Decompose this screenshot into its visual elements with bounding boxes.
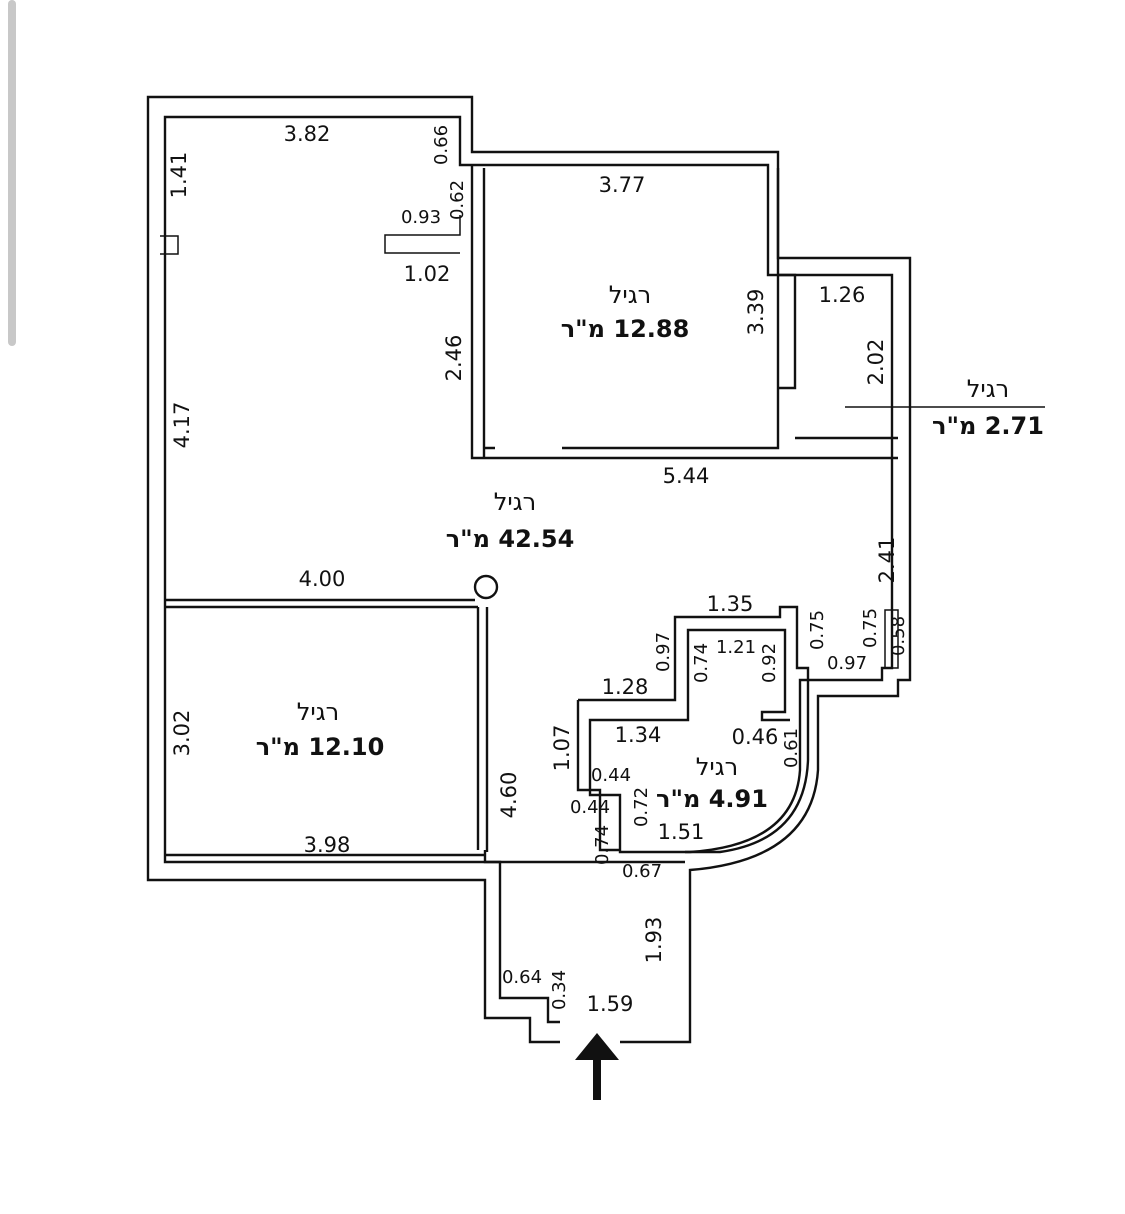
room-type: רגיל: [696, 753, 738, 781]
dimension-label: 2.46: [442, 335, 466, 382]
dimension-label: 1.41: [167, 152, 191, 199]
dimension-label: 0.61: [781, 728, 802, 768]
wall-nib: [160, 215, 461, 255]
outer-wall: [146, 95, 912, 1044]
dimension-label: 0.72: [631, 787, 652, 827]
dimension-label: 3.77: [599, 173, 646, 197]
dimension-label: 0.74: [691, 643, 712, 683]
room-area: 12.88 מ"ר: [561, 315, 690, 343]
inner-wall: [163, 115, 894, 1024]
scrollbar[interactable]: [8, 0, 16, 346]
dimension-label: 1.51: [658, 820, 705, 844]
room-type: רגיל: [494, 488, 536, 516]
room-type: רגיל: [297, 698, 339, 726]
dimension-label: 1.02: [404, 262, 451, 286]
dimension-label: 0.34: [549, 970, 570, 1010]
room-type: רגיל: [967, 375, 1009, 403]
dimension-label: 1.34: [615, 723, 662, 747]
dimension-label: 3.98: [304, 833, 351, 857]
dimension-label: 0.75: [860, 608, 881, 648]
dimension-label: 0.58: [888, 616, 909, 656]
dimension-label: 0.93: [401, 207, 441, 228]
dimension-label: 1.35: [707, 592, 754, 616]
dimension-label: 3.02: [170, 710, 194, 757]
room-wall-bathroom: [493, 605, 810, 864]
arrow-up-icon: [575, 1033, 619, 1100]
balcony-divider: [884, 609, 899, 669]
dimension-label: 0.67: [622, 861, 662, 882]
dimension-label: 2.02: [864, 339, 888, 386]
dimension-label: 0.75: [807, 610, 828, 650]
dimension-label: 0.66: [431, 125, 452, 165]
dimension-label: 4.60: [497, 772, 521, 819]
dimension-label: 1.59: [587, 992, 634, 1016]
dimension-label: 1.07: [550, 725, 574, 772]
dimension-label: 1.28: [602, 675, 649, 699]
dimension-label: 5.44: [663, 464, 710, 488]
dimension-label: 0.46: [732, 725, 779, 749]
dimension-label: 0.62: [447, 180, 468, 220]
dimension-label: 3.39: [744, 289, 768, 336]
dimension-label: 0.97: [653, 632, 674, 672]
room-area: 42.54 מ"ר: [446, 525, 575, 553]
room-area: 12.10 מ"ר: [256, 733, 385, 761]
dimension-label: 1.26: [819, 283, 866, 307]
dimension-label: 0.44: [570, 797, 610, 818]
dimension-label: 3.82: [284, 122, 331, 146]
dimension-label: 1.93: [642, 917, 666, 964]
room-wall-bedroom-2: [165, 598, 493, 864]
column: [473, 574, 499, 600]
room-area: 2.71 מ"ר: [932, 412, 1044, 440]
dimension-label: 0.97: [827, 653, 867, 674]
dimension-label: 0.44: [591, 765, 631, 786]
dimension-label: 1.21: [716, 637, 756, 658]
dimension-label: 4.17: [170, 402, 194, 449]
dimension-label: 4.00: [299, 567, 346, 591]
dimension-label: 0.64: [502, 967, 542, 988]
dimension-label: 2.41: [875, 537, 899, 584]
room-area: 4.91 מ"ר: [656, 785, 768, 813]
dimension-label: 0.92: [759, 643, 780, 683]
room-wall-bedroom-1: [470, 165, 898, 460]
dimension-label: 0.74: [592, 825, 613, 865]
room-type: רגיל: [609, 281, 651, 309]
